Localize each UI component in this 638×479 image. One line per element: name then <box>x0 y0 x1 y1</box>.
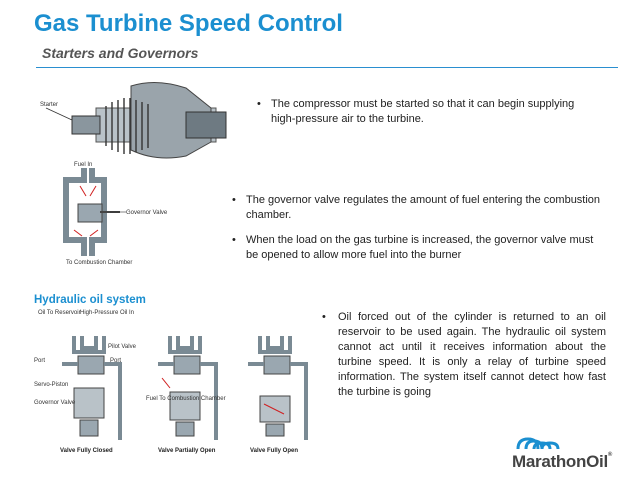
bullet-load-increase: • When the load on the gas turbine is in… <box>232 233 602 263</box>
high-pressure-oil-label: High-Pressure Oil In <box>80 310 134 316</box>
page-subtitle: Starters and Governors <box>42 45 199 61</box>
bullet-dot: • <box>232 194 236 206</box>
turbine-starter-diagram: Starter <box>40 82 227 159</box>
governor-valve-label: Governor Valve <box>126 210 168 216</box>
fuel-in-label: Fuel In <box>74 162 92 168</box>
to-combustion-label: To Combustion Chamber <box>66 260 132 266</box>
starter-label: Starter <box>40 102 58 108</box>
bullet-dot: • <box>322 311 326 323</box>
marathon-oil-logo-text: MarathonOil® <box>512 452 612 472</box>
page-title: Gas Turbine Speed Control <box>34 10 343 37</box>
fuel-to-combustion-label: Fuel To Combustion Chamber <box>146 396 226 402</box>
fully-open-caption: Valve Fully Open <box>250 448 298 454</box>
hydraulic-section-title: Hydraulic oil system <box>34 294 146 306</box>
bullet-compressor: • The compressor must be started so that… <box>257 97 587 127</box>
port-label-left: Port <box>34 358 45 364</box>
oil-to-reservoir-label: Oil To Reservoir <box>38 310 81 316</box>
valve-fully-closed-diagram: Oil To Reservoir High-Pressure Oil In Pi… <box>34 310 137 454</box>
hydraulic-system-diagram: Oil To Reservoir High-Pressure Oil In Pi… <box>34 310 308 454</box>
port-label-right: Port <box>110 358 121 364</box>
marathon-oil-logo-mark <box>516 437 560 450</box>
partially-open-caption: Valve Partially Open <box>158 448 216 454</box>
bullet-text: When the load on the gas turbine is incr… <box>246 234 594 261</box>
pilot-valve-label: Pilot Valve <box>108 344 137 350</box>
bullet-text: The governor valve regulates the amount … <box>246 194 601 221</box>
valve-partially-open-diagram: Fuel To Combustion Chamber Valve Partial… <box>146 336 226 454</box>
fully-closed-caption: Valve Fully Closed <box>60 448 113 454</box>
servo-piston-label: Servo-Piston <box>34 382 68 388</box>
governor-valve-label-2: Governor Valve <box>34 400 76 406</box>
logo-brand: Marathon <box>512 452 587 471</box>
title-divider <box>36 67 618 68</box>
bullet-text: The compressor must be started so that i… <box>271 98 575 125</box>
bullet-dot: • <box>257 98 261 110</box>
bullet-oil-returned: • Oil forced out of the cylinder is retu… <box>322 310 606 400</box>
logo-registered-mark: ® <box>607 452 613 458</box>
valve-fully-open-diagram: Valve Fully Open <box>248 336 308 454</box>
governor-valve-diagram: Fuel In Governor Valve To Combustion Cha… <box>63 162 168 266</box>
logo-suffix: Oil <box>586 452 608 471</box>
bullet-governor-regulates: • The governor valve regulates the amoun… <box>232 193 602 223</box>
bullet-text: Oil forced out of the cylinder is return… <box>338 311 606 398</box>
bullet-dot: • <box>232 234 236 246</box>
